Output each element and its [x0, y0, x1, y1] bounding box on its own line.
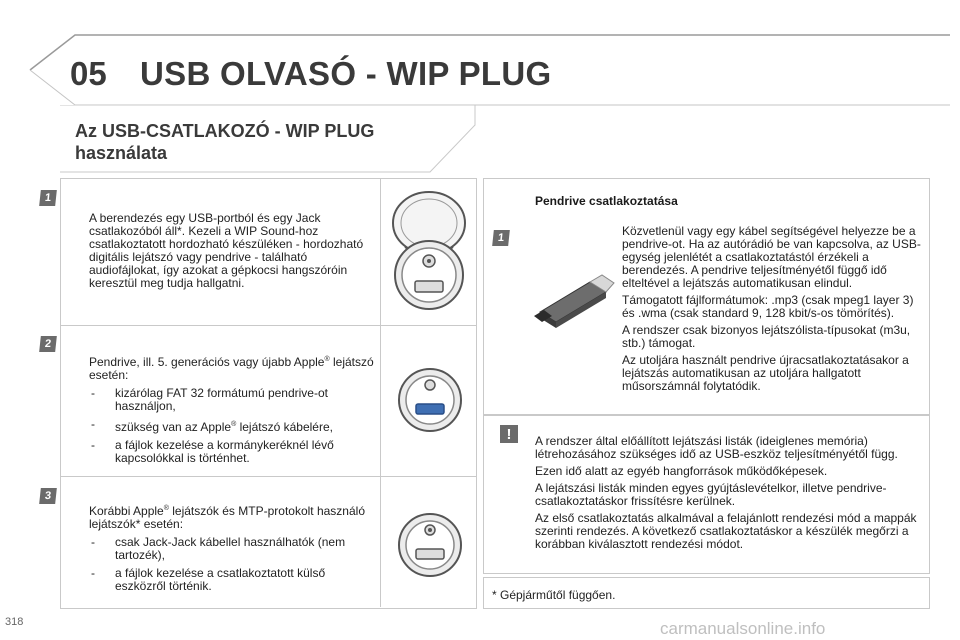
usb-port-icon — [398, 368, 462, 432]
watermark: carmanualsonline.info — [660, 619, 826, 638]
pendrive-text: Közvetlenül vagy egy kábel segítségével … — [622, 224, 921, 393]
list-item: a fájlok kezelése a csatlakoztatott küls… — [89, 567, 374, 593]
step-2-badge: 2 — [39, 336, 57, 352]
step-3-badge: 3 — [39, 488, 57, 504]
pendrive-box — [483, 178, 930, 415]
warning-text: A rendszer által előállított lejátszási … — [535, 434, 917, 551]
chapter-title: USB OLVASÓ - WIP PLUG — [140, 55, 552, 92]
footnote: * Gépjárműtől függően. — [492, 588, 616, 602]
warning-icon: ! — [500, 425, 518, 443]
step-1-badge: 1 — [39, 190, 57, 206]
step-3-box — [60, 476, 477, 609]
footnote-box — [483, 577, 930, 609]
section-title-frame — [60, 105, 476, 173]
pendrive-step-badge: 1 — [492, 230, 510, 246]
warning-box — [483, 415, 930, 574]
step-1-text: A berendezés egy USB-portból és egy Jack… — [89, 211, 364, 290]
step-2-text: Pendrive, ill. 5. generációs vagy újabb … — [89, 353, 374, 470]
step-3-intro: Korábbi Apple® lejátszók és MTP-protokol… — [89, 504, 365, 531]
section-title: Az USB-CSATLAKOZÓ - WIP PLUG használata — [75, 121, 375, 163]
usb-jack-socket-icon — [392, 191, 466, 310]
list-item: csak Jack-Jack kábellel használhatók (ne… — [89, 536, 374, 562]
list-item: kizárólag FAT 32 formátumú pendrive-ot h… — [89, 387, 374, 413]
pendrive-title: Pendrive csatlakoztatása — [535, 194, 678, 208]
jack-port-icon — [398, 513, 462, 577]
list-item: szükség van az Apple® lejátszó kábelére, — [89, 418, 374, 434]
page-number: 318 — [5, 616, 24, 628]
list-item: a fájlok kezelése a kormánykeréknél lévő… — [89, 439, 374, 465]
pendrive-icon — [534, 274, 615, 328]
chapter-number: 05 — [70, 55, 107, 92]
step-3-text: Korábbi Apple® lejátszók és MTP-protokol… — [89, 502, 374, 598]
image-divider — [380, 178, 381, 607]
step-2-intro: Pendrive, ill. 5. generációs vagy újabb … — [89, 355, 374, 382]
